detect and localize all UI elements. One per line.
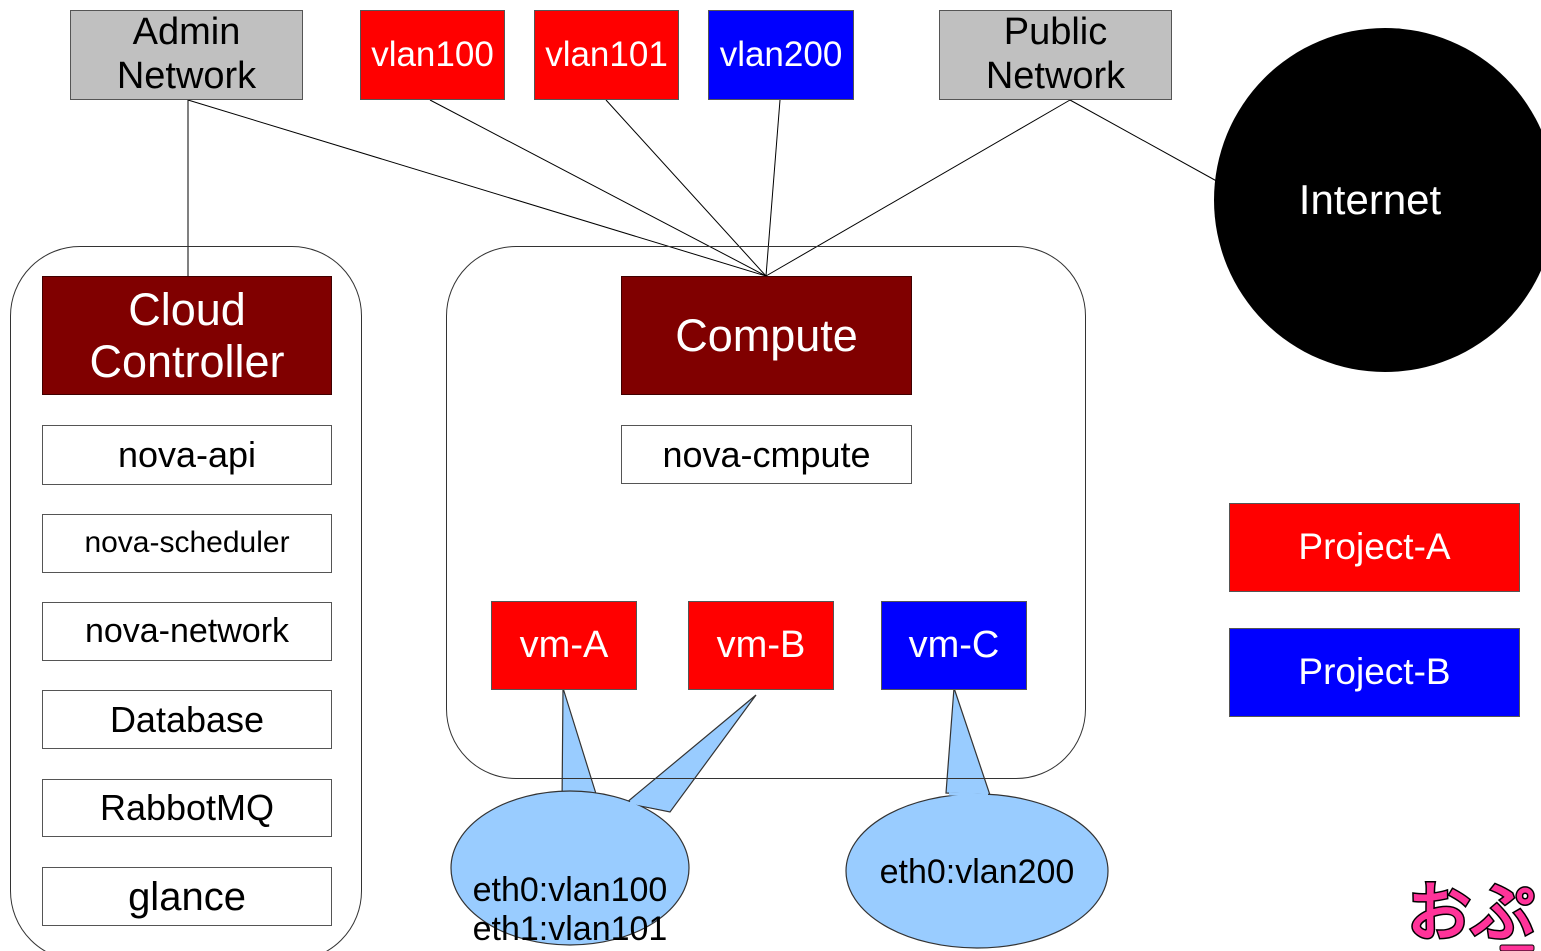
vlan200-box: vlan200 xyxy=(708,10,854,100)
service-label: nova-cmpute xyxy=(662,433,871,475)
service-nova-network: nova-network xyxy=(42,602,332,661)
service-label: glance xyxy=(128,874,246,919)
legend-project-a: Project-A xyxy=(1229,503,1520,592)
cloud-controller-label: Cloud Controller xyxy=(89,283,285,387)
service-nova-api: nova-api xyxy=(42,425,332,485)
vm-a-box: vm-A xyxy=(491,601,637,690)
service-label: Database xyxy=(109,698,265,740)
compute-label: Compute xyxy=(675,309,858,361)
compute-group xyxy=(446,246,1086,779)
compute-box: Compute xyxy=(621,276,912,395)
vm-b-box: vm-B xyxy=(688,601,834,690)
service-database: Database xyxy=(42,690,332,749)
vm-c-box: vm-C xyxy=(881,601,1027,690)
service-label: nova-scheduler xyxy=(84,526,290,560)
legend-label: Project-B xyxy=(1298,651,1451,693)
service-nova-cmpute: nova-cmpute xyxy=(621,425,912,484)
service-rabbotmq: RabbotMQ xyxy=(42,779,332,837)
service-glance: glance xyxy=(42,867,332,926)
bubble-vm-ab xyxy=(450,790,690,946)
admin-network-box: Admin Network xyxy=(70,10,303,100)
public-network-box: Public Network xyxy=(939,10,1172,100)
legend-label: Project-A xyxy=(1298,526,1451,568)
vm-label: vm-C xyxy=(908,623,1000,666)
vm-label: vm-A xyxy=(519,623,609,666)
service-label: nova-network xyxy=(84,611,290,650)
legend-project-b: Project-B xyxy=(1229,628,1520,717)
service-nova-scheduler: nova-scheduler xyxy=(42,514,332,573)
bubble-vm-ab-text: eth0:vlan100 eth1:vlan101 xyxy=(451,832,689,949)
vlan101-box: vlan101 xyxy=(534,10,679,100)
internet-label: Internet xyxy=(1298,176,1442,223)
bubble-vm-c-text: eth0:vlan200 xyxy=(846,853,1108,892)
bubble-vm-ab-label: eth0:vlan100 eth1:vlan101 xyxy=(472,871,668,949)
logo-text: おぷ xyxy=(1407,877,1535,951)
service-label: nova-api xyxy=(117,434,257,476)
cloud-controller-box: Cloud Controller xyxy=(42,276,332,395)
bubble-tail-vm-b xyxy=(624,694,757,813)
opu-logo: おぷ xyxy=(1406,876,1537,951)
service-label: RabbotMQ xyxy=(99,787,275,829)
vlan100-box: vlan100 xyxy=(360,10,505,100)
vm-label: vm-B xyxy=(716,623,806,666)
vlan200-label: vlan200 xyxy=(719,34,843,74)
vlan101-label: vlan101 xyxy=(545,34,668,74)
admin-network-label: Admin Network xyxy=(116,11,257,97)
link-public-internet xyxy=(1069,99,1223,185)
controller-group xyxy=(10,246,362,951)
vlan100-label: vlan100 xyxy=(371,34,494,74)
public-network-label: Public Network xyxy=(985,11,1126,97)
internet-node: Internet xyxy=(1214,28,1541,372)
bubble-vm-c-label: eth0:vlan200 xyxy=(879,853,1075,891)
